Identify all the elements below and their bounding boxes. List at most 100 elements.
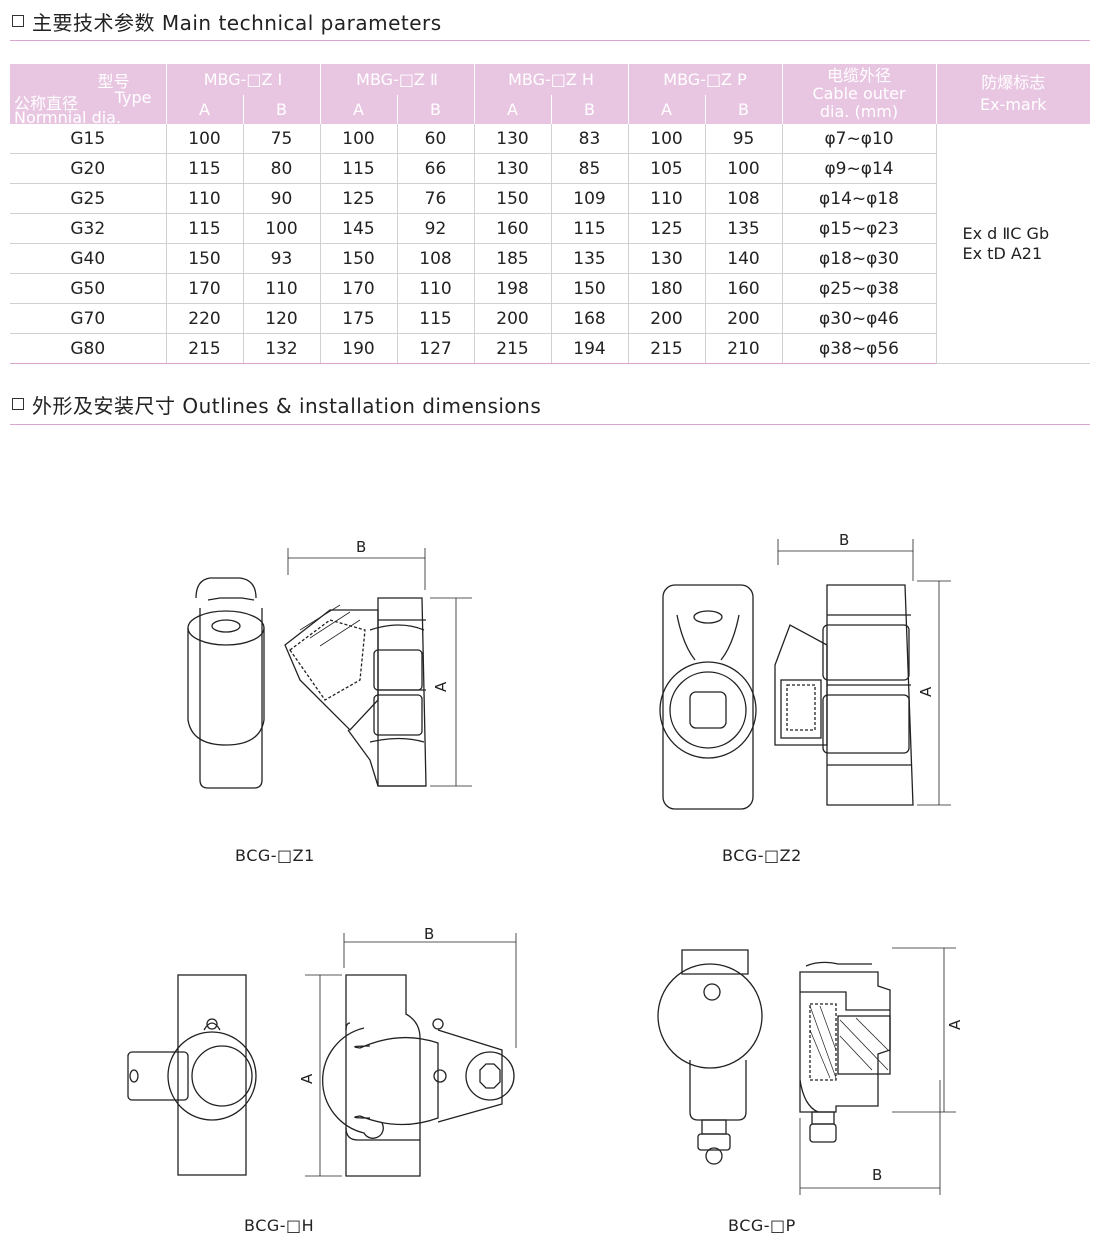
dimension-cell: 125: [628, 213, 706, 244]
exmark-header-en: Ex-mark: [979, 95, 1047, 114]
h-side-view: [321, 974, 515, 1177]
type-en-label: Type: [114, 88, 152, 107]
dimension-cell: 92: [397, 213, 475, 244]
cable-dia-cell: φ25~φ38: [782, 273, 937, 304]
cable-header-en2: dia. (mm): [819, 102, 899, 121]
dimension-cell: 90: [243, 183, 321, 214]
dimension-cell: 110: [397, 273, 475, 304]
exmark-line: Ex tD A21: [962, 243, 1043, 263]
p-dim-a-label: A: [946, 1019, 964, 1030]
dimension-cell: 220: [166, 303, 244, 334]
dimension-cell: 110: [243, 273, 321, 304]
nominal-dia-cell: G15: [10, 124, 167, 154]
dimension-cell: 145: [320, 213, 398, 244]
p-dim-b-label: B: [872, 1166, 882, 1184]
dimension-cell: 194: [551, 333, 629, 364]
cable-dia-cell: φ18~φ30: [782, 243, 937, 274]
nominal-dia-cell: G40: [10, 243, 167, 274]
sub-header-b: B: [705, 94, 783, 124]
z2-dim-a-label: A: [917, 686, 935, 697]
params-section-title: 主要技术参数 Main technical parameters: [12, 6, 442, 36]
dimension-cell: 150: [320, 243, 398, 274]
figure-bcg-z2: B A: [659, 531, 951, 810]
dimension-cell: 80: [243, 153, 321, 184]
caption-z2: BCG-□Z2: [722, 846, 802, 865]
dimension-cell: 132: [243, 333, 321, 364]
outline-title-text: 外形及安装尺寸 Outlines & installation dimensio…: [32, 393, 542, 418]
p-side-view: [799, 961, 891, 1143]
z2-side-view: [774, 584, 914, 806]
dimension-cell: 83: [551, 124, 629, 154]
dimension-cell: 150: [474, 183, 552, 214]
dimension-cell: 185: [474, 243, 552, 274]
cable-dia-cell: φ15~φ23: [782, 213, 937, 244]
figure-bcg-z1: B A: [187, 538, 472, 789]
dimension-cell: 150: [551, 273, 629, 304]
sub-header-b: B: [243, 94, 321, 124]
dimension-cell: 215: [474, 333, 552, 364]
exmark-header: 防爆标志 Ex-mark: [936, 64, 1091, 124]
parameters-table: 型号 Type 公称直径 Normnial dia. MBG-□Z Ⅰ MBG-…: [10, 64, 1091, 364]
dia-en-label: Normnial dia.: [14, 108, 122, 127]
dimension-cell: 170: [320, 273, 398, 304]
dimension-cell: 175: [320, 303, 398, 334]
table-corner-header: 型号 Type 公称直径 Normnial dia.: [10, 64, 167, 127]
dimension-cell: 93: [243, 243, 321, 274]
cable-header-en1: Cable outer: [812, 84, 906, 103]
z1-dim-a-label: A: [432, 681, 450, 692]
dia-cn-label: 公称直径: [14, 94, 79, 113]
z1-dim-b-label: B: [356, 538, 366, 556]
dimension-cell: 125: [320, 183, 398, 214]
outline-section-title: 外形及安装尺寸 Outlines & installation dimensio…: [12, 389, 541, 419]
dimension-cell: 100: [320, 124, 398, 154]
z2-front-view: [659, 584, 757, 810]
dimension-cell: 85: [551, 153, 629, 184]
type-cn-label: 型号: [97, 72, 130, 91]
dimension-cell: 105: [628, 153, 706, 184]
h-dim-a-label: A: [298, 1073, 316, 1084]
sub-header-a: A: [474, 94, 552, 124]
cable-dia-cell: φ30~φ46: [782, 303, 937, 334]
section-divider: [10, 40, 1090, 41]
exmark-header-cn: 防爆标志: [981, 73, 1046, 92]
dimension-cell: 150: [166, 243, 244, 274]
z2-dim-b-label: B: [839, 531, 849, 549]
dimension-cell: 66: [397, 153, 475, 184]
dimension-cell: 215: [166, 333, 244, 364]
dimension-cell: 108: [705, 183, 783, 214]
sub-header-b: B: [551, 94, 629, 124]
figure-bcg-p: B A: [657, 947, 964, 1195]
dimension-cell: 190: [320, 333, 398, 364]
group-header: MBG-□Z P: [628, 64, 783, 95]
sub-header-a: A: [320, 94, 398, 124]
dimension-cell: 100: [628, 124, 706, 154]
dimension-cell: 180: [628, 273, 706, 304]
cable-dia-cell: φ38~φ56: [782, 333, 937, 364]
dimension-cell: 115: [397, 303, 475, 334]
cable-dia-cell: φ7~φ10: [782, 124, 937, 154]
figure-bcg-h: B A: [127, 925, 517, 1177]
dimension-cell: 75: [243, 124, 321, 154]
caption-p: BCG-□P: [728, 1216, 796, 1235]
dimension-cell: 108: [397, 243, 475, 274]
nominal-dia-cell: G80: [10, 333, 167, 364]
caption-z1: BCG-□Z1: [235, 846, 315, 865]
exmark-line: Ex d ⅡC Gb: [962, 223, 1050, 243]
caption-h: BCG-□H: [244, 1216, 315, 1235]
group-header: MBG-□Z H: [474, 64, 629, 95]
dimension-cell: 130: [474, 124, 552, 154]
cable-dia-cell: φ9~φ14: [782, 153, 937, 184]
section-divider: [10, 424, 1090, 425]
dimension-cell: 135: [705, 213, 783, 244]
z1-side-view: [284, 597, 427, 787]
dimension-cell: 200: [628, 303, 706, 334]
square-bullet-icon: [12, 15, 24, 27]
dimension-cell: 215: [628, 333, 706, 364]
sub-header-b: B: [397, 94, 475, 124]
